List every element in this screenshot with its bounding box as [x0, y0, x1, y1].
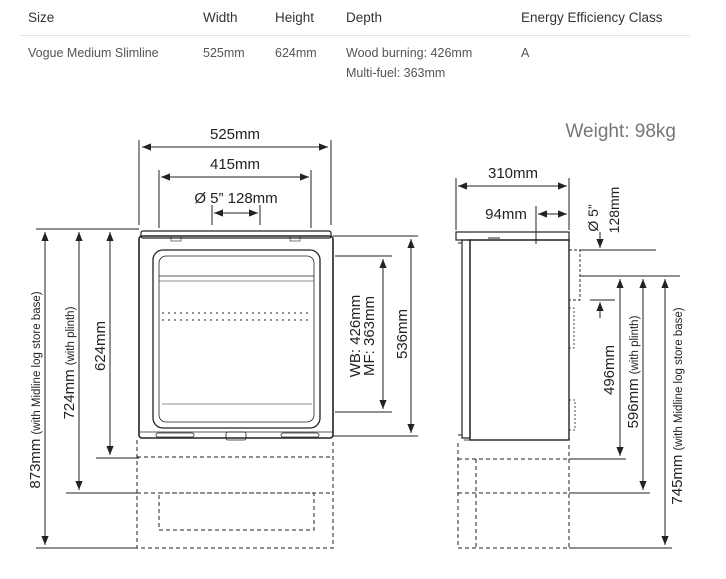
dim-side-flue-diameter: Ø 5” [585, 204, 601, 232]
svg-text:128mm: 128mm [606, 187, 622, 234]
cell-size: Vogue Medium Slimline [28, 46, 159, 60]
stove-door [152, 249, 321, 429]
header-energy-class: Energy Efficiency Class [521, 10, 663, 25]
side-view [455, 231, 581, 549]
dim-side-depth: 310mm [488, 165, 538, 182]
door-glass [158, 255, 315, 423]
front-dimension-lines [36, 140, 418, 549]
weight-label: Weight: 98kg [565, 121, 676, 142]
svg-text:624mm: 624mm [92, 321, 109, 371]
side-body [469, 239, 570, 441]
cell-energy-class: A [521, 46, 530, 60]
side-door-profile [461, 239, 471, 439]
side-dimension-lines [455, 178, 680, 549]
header-height: Height [275, 10, 315, 25]
cell-depth-multifuel: Multi-fuel: 363mm [346, 66, 446, 80]
svg-text:MF: 363mm: MF: 363mm [361, 296, 378, 376]
header-size: Size [28, 10, 55, 25]
svg-text:WB: 426mm: WB: 426mm [347, 295, 364, 378]
front-view [136, 230, 334, 549]
side-top-plate [455, 231, 570, 241]
dim-flue-center-height: 496mm [601, 345, 618, 395]
cell-depth-wood: Wood burning: 426mm [346, 46, 473, 60]
cell-width: 525mm [203, 46, 245, 60]
dim-firebox-height: 536mm [394, 309, 411, 359]
stove-body-front [138, 235, 334, 439]
dim-depth-wb-mf: WB: 426mm MF: 363mm [347, 295, 378, 378]
svg-text:745mm(with Midline log store b: 745mm(with Midline log store base) [669, 307, 686, 504]
svg-text:536mm: 536mm [394, 309, 411, 359]
dim-side-flue-128: 128mm [606, 187, 622, 234]
spec-table: Size Width Height Depth Energy Efficienc… [0, 0, 726, 90]
dim-inner-width: 415mm [210, 156, 260, 173]
rear-flue-spigot [569, 249, 581, 301]
svg-text:596mm(with plinth): 596mm(with plinth) [625, 315, 642, 428]
dim-flue-offset: 94mm [485, 206, 527, 223]
header-depth: Depth [346, 10, 383, 25]
stove-top-plate [140, 230, 332, 239]
dim-flue-center-plinth: 596mm(with plinth) [625, 315, 642, 428]
svg-text:Ø 5”: Ø 5” [585, 204, 601, 232]
dim-height-midline: 873mm(with Midline log store base) [27, 291, 44, 488]
header-width: Width [203, 10, 238, 25]
dim-overall-width: 525mm [210, 126, 260, 143]
svg-text:724mm(with plinth): 724mm(with plinth) [61, 306, 78, 419]
dim-flue-diameter: Ø 5” 128mm [194, 190, 277, 207]
svg-text:496mm: 496mm [601, 345, 618, 395]
cell-height: 624mm [275, 46, 317, 60]
air-control [225, 431, 247, 441]
svg-text:873mm(with Midline log store b: 873mm(with Midline log store base) [27, 291, 44, 488]
dim-height-stove: 624mm [92, 321, 109, 371]
log-store-base [136, 440, 334, 549]
dim-flue-center-midline: 745mm(with Midline log store base) [669, 307, 686, 504]
table-divider [20, 35, 690, 36]
side-log-store-base [457, 443, 570, 549]
dim-height-plinth: 724mm(with plinth) [61, 306, 78, 419]
